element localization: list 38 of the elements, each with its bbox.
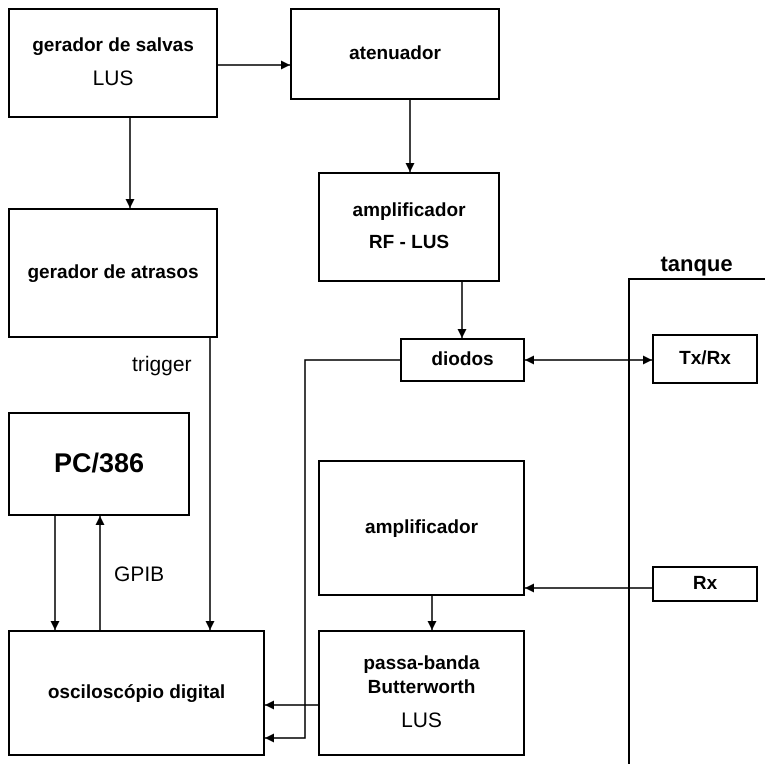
block-box bbox=[290, 8, 500, 100]
arrow bbox=[525, 584, 652, 592]
block-box bbox=[8, 208, 218, 338]
arrow bbox=[265, 700, 318, 710]
block-box bbox=[8, 630, 265, 756]
node-text: Tx/Rx bbox=[679, 347, 731, 371]
node-text: amplificador bbox=[365, 516, 478, 540]
block-box bbox=[400, 338, 525, 382]
node-text: diodos bbox=[431, 348, 494, 372]
arrow bbox=[96, 516, 104, 630]
node-text: amplificador bbox=[352, 199, 466, 223]
arrow bbox=[525, 356, 652, 364]
node-text: Rx bbox=[692, 572, 718, 596]
node-text: osciloscópio digital bbox=[48, 681, 226, 705]
arrow bbox=[428, 596, 436, 630]
arrow bbox=[50, 516, 60, 630]
block-box bbox=[318, 460, 525, 596]
arrow bbox=[126, 118, 134, 208]
block-box bbox=[652, 566, 758, 602]
block-box bbox=[318, 172, 500, 282]
node-text: LUS bbox=[92, 66, 134, 92]
arrow bbox=[206, 338, 214, 630]
node-text: atenuador bbox=[349, 42, 441, 66]
block-box bbox=[8, 8, 218, 118]
node-text: LUS bbox=[401, 708, 442, 734]
node-text: gerador de salvas bbox=[32, 34, 194, 58]
node-text: tanque bbox=[660, 250, 733, 278]
arrow bbox=[406, 100, 414, 172]
block-box bbox=[8, 412, 190, 516]
block-box bbox=[318, 630, 525, 756]
node-text: RF - LUS bbox=[368, 231, 450, 255]
node-text: passa-banda Butterworth bbox=[362, 652, 481, 700]
arrow bbox=[265, 359, 400, 742]
arrow bbox=[458, 282, 466, 338]
node-text: PC/386 bbox=[54, 447, 144, 480]
arrow bbox=[218, 60, 290, 70]
block-box bbox=[652, 334, 758, 384]
node-text: gerador de atrasos bbox=[27, 261, 199, 285]
